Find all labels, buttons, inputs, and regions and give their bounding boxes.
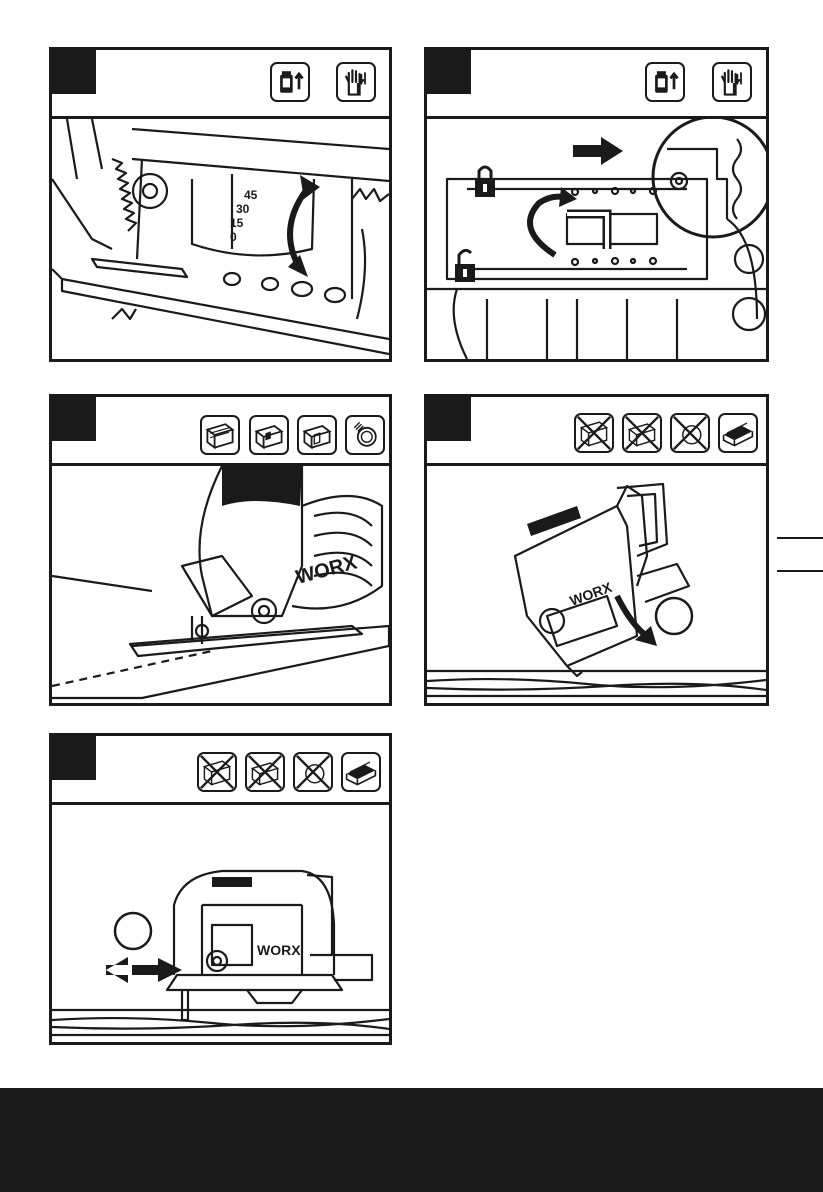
aluminium-profile-icon (249, 415, 289, 455)
pvc-crossed-icon (293, 752, 333, 792)
panel-4-illustration: WORX (427, 466, 766, 703)
metal-profile-icon (297, 415, 337, 455)
panel-1-header (52, 50, 389, 119)
panel-3-header (52, 397, 389, 466)
dial-mark-0: 0 (230, 230, 237, 244)
gloves-icon (712, 62, 752, 102)
instruction-panel-5: WORX (49, 733, 392, 1045)
step-number-box-3 (52, 397, 96, 441)
panel-3-illustration: WORX (52, 466, 389, 703)
section-tab-line-bottom (777, 570, 823, 572)
wood-crossed-icon (197, 752, 237, 792)
dial-mark-30: 30 (236, 202, 250, 216)
panel-5-illustration: WORX (52, 805, 389, 1042)
pvc-pipe-icon (345, 415, 385, 455)
instruction-panel-1: 45 30 15 0 (49, 47, 392, 362)
step-number-box-2 (427, 50, 471, 94)
gloves-icon (336, 62, 376, 102)
panel-1-illustration: 45 30 15 0 (52, 119, 389, 359)
pvc-crossed-icon (670, 413, 710, 453)
section-tab-line-top (777, 537, 823, 539)
wood-icon (200, 415, 240, 455)
instruction-panel-4: WORX (424, 394, 769, 706)
step-number-box-5 (52, 736, 96, 780)
dial-mark-45: 45 (244, 188, 258, 202)
panel-4-header (427, 397, 766, 466)
aluminium-crossed-icon (622, 413, 662, 453)
aluminium-crossed-icon (245, 752, 285, 792)
panel-2-illustration (427, 119, 766, 359)
brand-logo: WORX (568, 579, 615, 609)
step-number-box-4 (427, 397, 471, 441)
step-number-box-1 (52, 50, 96, 94)
instruction-panel-3: WORX (49, 394, 392, 706)
brand-logo: WORX (294, 551, 360, 589)
battery-removal-icon (270, 62, 310, 102)
wood-crossed-icon (574, 413, 614, 453)
brand-logo: WORX (257, 942, 301, 958)
panel-2-header (427, 50, 766, 119)
battery-removal-icon (645, 62, 685, 102)
dial-mark-15: 15 (230, 216, 244, 230)
laminate-allowed-icon (718, 413, 758, 453)
footer-band (0, 1088, 823, 1192)
instruction-panel-2 (424, 47, 769, 362)
laminate-allowed-icon (341, 752, 381, 792)
panel-5-header (52, 736, 389, 805)
